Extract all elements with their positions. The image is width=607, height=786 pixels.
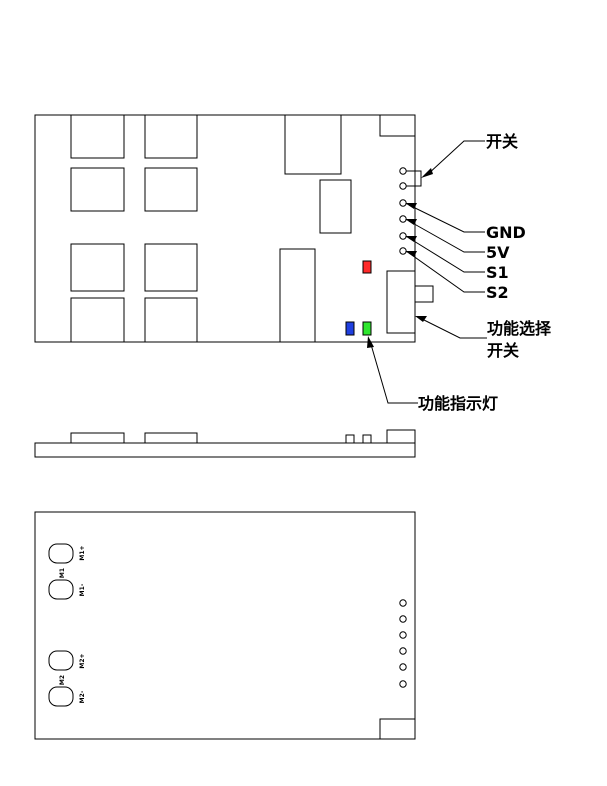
label-m1: M1 (59, 568, 66, 578)
red-led (362, 260, 372, 274)
label-m2-minus: M2- (79, 690, 86, 703)
pin-hole-1 (399, 167, 407, 175)
bottom-pin-3 (399, 631, 407, 639)
label-m2: M2 (59, 675, 66, 685)
component-pad-6 (144, 243, 198, 292)
component-pad-1 (70, 114, 125, 159)
label-func-switch-2: 开关 (487, 341, 519, 360)
label-s1: S1 (486, 263, 509, 282)
bottom-pin-4 (399, 647, 407, 655)
component-pad-4 (144, 167, 198, 212)
component-pad-2 (144, 114, 198, 159)
side-corner-block (386, 429, 416, 444)
m1-plus-pad (48, 543, 74, 564)
bottom-pin-1 (399, 599, 407, 607)
leaders (367, 140, 487, 404)
bottom-board-outline (34, 511, 416, 740)
label-s2: S2 (486, 283, 509, 302)
side-led-1 (345, 434, 355, 444)
chip-tall (319, 179, 352, 234)
side-component-1 (70, 432, 125, 444)
chip-large (284, 114, 342, 175)
side-led-2 (362, 434, 372, 444)
blue-led (345, 321, 355, 336)
func-switch-body (386, 270, 416, 334)
side-view (34, 429, 416, 458)
pin-hole-2 (399, 182, 407, 190)
label-m1-minus: M1- (79, 583, 86, 596)
top-view (34, 114, 434, 343)
label-5v: 5V (486, 243, 510, 262)
corner-block (379, 114, 416, 137)
green-led (362, 321, 372, 336)
label-gnd: GND (486, 223, 526, 242)
label-switch: 开关 (486, 132, 518, 151)
component-pad-8 (144, 297, 198, 343)
chip-long (279, 248, 316, 343)
bottom-pin-6 (399, 680, 407, 688)
m1-minus-pad (48, 579, 74, 600)
label-m2-plus: M2+ (79, 653, 86, 668)
callout-labels: 开关 GND 5V S1 S2 功能选择 开关 功能指示灯 (418, 132, 552, 413)
top-board-outline (34, 114, 416, 343)
label-func-led: 功能指示灯 (418, 394, 498, 413)
component-pad-3 (70, 167, 125, 212)
bottom-corner-block (379, 718, 416, 740)
bottom-view: M1+ M1 M1- M2+ M2 M2- (34, 511, 416, 740)
m2-plus-pad (48, 650, 74, 671)
bottom-pin-2 (399, 615, 407, 623)
side-component-2 (144, 432, 198, 444)
component-pad-7 (70, 297, 125, 343)
side-board (34, 442, 416, 458)
power-switch-bracket (406, 170, 422, 187)
func-switch-knob (414, 285, 434, 303)
m2-minus-pad (48, 686, 74, 707)
component-pad-5 (70, 243, 125, 292)
bottom-pin-5 (399, 663, 407, 671)
label-m1-plus: M1+ (79, 545, 86, 560)
label-func-switch-1: 功能选择 (487, 319, 552, 338)
